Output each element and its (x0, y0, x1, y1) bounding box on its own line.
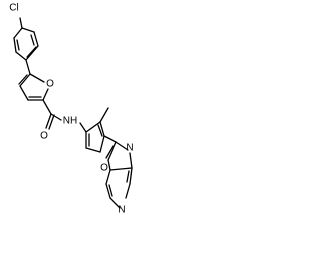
bond (126, 170, 130, 183)
chlorine-label: Cl (9, 3, 18, 14)
bond (26, 46, 37, 58)
bond (108, 184, 113, 197)
pyridine-nitrogen-label: N (118, 205, 125, 216)
bond (21, 27, 35, 33)
bond (19, 17, 23, 29)
bond (18, 74, 28, 85)
bond (15, 51, 27, 61)
bond (99, 121, 105, 137)
bond (48, 114, 55, 130)
bond (105, 169, 111, 185)
bond (99, 107, 109, 123)
bond (107, 159, 111, 171)
bond (107, 141, 117, 161)
bond (25, 45, 39, 61)
oxazole-nitrogen-label: N (126, 143, 133, 154)
amide-nh-label: NH (63, 116, 77, 127)
bond (115, 141, 129, 151)
bond (19, 85, 29, 101)
carbonyl-oxygen-label: O (40, 131, 48, 142)
bonds (13, 17, 133, 209)
bond (50, 113, 62, 121)
bond (129, 167, 133, 185)
bond (42, 99, 52, 115)
bond (85, 121, 101, 133)
bond (13, 27, 23, 39)
oxazole-oxygen-label: O (100, 163, 108, 174)
bond (109, 167, 133, 171)
bond (109, 197, 121, 209)
chemical-structure-diagram: Cl O O NH O N N (9, 3, 133, 216)
bond (99, 135, 105, 153)
bond (25, 59, 31, 75)
furan-oxygen-label: O (46, 79, 54, 90)
bond (45, 113, 52, 129)
bond (125, 183, 131, 199)
bond (33, 31, 39, 47)
bond (13, 37, 17, 53)
bond (97, 124, 103, 137)
bond (42, 88, 49, 101)
bond (19, 73, 31, 87)
bond (29, 73, 45, 83)
bond (129, 152, 133, 169)
bond (105, 145, 114, 159)
bond (79, 122, 87, 133)
bond (16, 39, 20, 51)
bond (85, 147, 101, 153)
atom-labels: Cl O O NH O N N (9, 3, 133, 216)
bond (103, 135, 117, 143)
bond (30, 34, 35, 46)
bond (105, 183, 111, 199)
